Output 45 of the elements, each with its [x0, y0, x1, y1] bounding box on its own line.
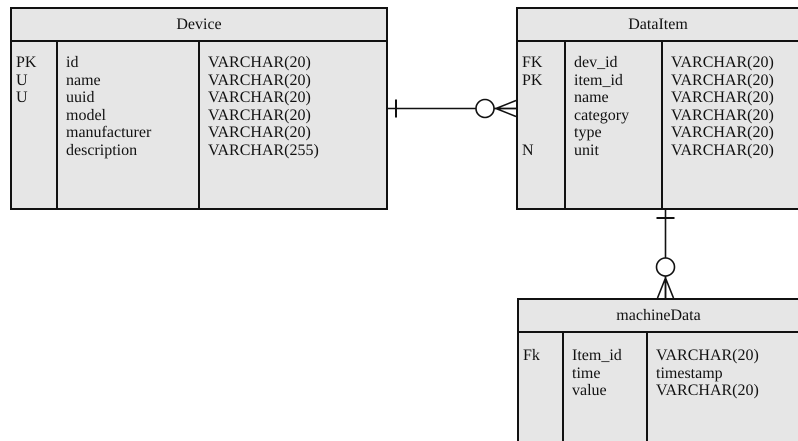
entity-table	[10, 7, 388, 210]
field-type: VARCHAR(255)	[208, 142, 319, 158]
field-name: unit	[574, 142, 599, 158]
entity-table	[516, 7, 798, 210]
field-type: VARCHAR(20)	[656, 347, 759, 364]
field-type: VARCHAR(20)	[671, 106, 774, 124]
field-name: name	[574, 89, 609, 106]
field-name: category	[574, 106, 630, 124]
field-type: VARCHAR(20)	[208, 54, 311, 71]
key-marker: FK	[522, 54, 542, 71]
key-marker: U	[16, 72, 28, 88]
entity-name: DataItem	[628, 16, 688, 34]
field-name: uuid	[66, 89, 94, 106]
key-marker: PK	[522, 72, 542, 88]
field-name: Item_id	[572, 347, 622, 364]
field-name: id	[66, 54, 78, 71]
field-name: type	[574, 124, 602, 141]
field-name: dev_id	[574, 54, 618, 71]
relationship-line	[388, 98, 517, 118]
relationship-line	[656, 210, 676, 299]
field-name: manufacturer	[66, 124, 152, 141]
field-type: VARCHAR(20)	[656, 382, 759, 399]
entity-table	[517, 298, 798, 441]
key-marker: N	[522, 142, 534, 158]
field-name: name	[66, 72, 101, 88]
field-type: VARCHAR(20)	[671, 89, 774, 106]
field-type: VARCHAR(20)	[208, 124, 311, 141]
entity-name: machineData	[616, 306, 701, 324]
field-type: VARCHAR(20)	[671, 124, 774, 141]
entity-name: Device	[176, 16, 222, 34]
field-type: VARCHAR(20)	[671, 142, 774, 158]
field-name: item_id	[574, 72, 623, 88]
field-name: description	[66, 142, 138, 158]
field-type: VARCHAR(20)	[208, 106, 311, 124]
field-type: VARCHAR(20)	[671, 54, 774, 71]
field-name: model	[66, 106, 106, 124]
field-type: VARCHAR(20)	[208, 72, 311, 88]
field-name: time	[572, 364, 600, 382]
field-type: timestamp	[656, 364, 723, 382]
key-marker: PK	[16, 54, 36, 71]
key-marker: U	[16, 89, 28, 106]
key-marker: Fk	[523, 347, 540, 364]
field-type: VARCHAR(20)	[671, 72, 774, 88]
field-name: value	[572, 382, 607, 399]
field-type: VARCHAR(20)	[208, 89, 311, 106]
